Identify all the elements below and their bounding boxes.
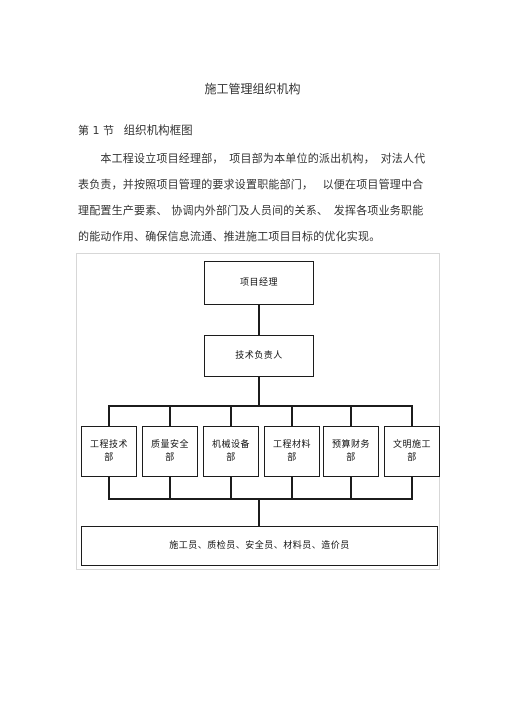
upper-horizontal-bus bbox=[108, 405, 413, 407]
org-box-project-manager: 项目经理 bbox=[204, 261, 314, 305]
org-chart-frame: 项目经理 技术负责人 工程技术部 质量安全部 机械设备部 工程材料部 预算财务部… bbox=[76, 253, 440, 570]
dept-rise-5 bbox=[350, 477, 352, 499]
dept-drop-4 bbox=[291, 405, 293, 426]
dept-drop-3 bbox=[230, 405, 232, 426]
org-box-technical-lead: 技术负责人 bbox=[204, 335, 314, 377]
section-heading: 第 1 节 组织机构框图 bbox=[78, 122, 193, 138]
connector-bus-to-bottom bbox=[258, 498, 260, 526]
section-title: 组织机构框图 bbox=[123, 123, 193, 137]
org-box-department-1: 工程技术部 bbox=[81, 426, 137, 477]
connector-top-to-second bbox=[258, 304, 260, 335]
org-box-department-4: 工程材料部 bbox=[264, 426, 320, 477]
org-box-department-5: 预算财务部 bbox=[323, 426, 379, 477]
department-1-line1: 工程技术 bbox=[89, 439, 128, 450]
department-4-line1: 工程材料 bbox=[272, 439, 311, 450]
section-number: 第 1 节 bbox=[78, 124, 114, 137]
department-1-line2: 部 bbox=[104, 452, 114, 463]
lower-horizontal-bus bbox=[108, 498, 413, 500]
paragraph-line-2: 表负责，并按照项目管理的要求设置职能部门， 以便在项目管理中合 bbox=[78, 178, 424, 191]
paragraph-line-1: 本工程设立项目经理部， 项目部为本单位的派出机构， 对法人代 bbox=[78, 152, 426, 165]
dept-drop-1 bbox=[108, 405, 110, 426]
department-5-line1: 预算财务 bbox=[331, 439, 370, 450]
dept-rise-4 bbox=[291, 477, 293, 499]
org-box-department-6: 文明施工部 bbox=[384, 426, 440, 477]
dept-drop-5 bbox=[350, 405, 352, 426]
connector-second-to-bus bbox=[258, 376, 260, 406]
document-title: 施工管理组织机构 bbox=[204, 82, 301, 96]
paragraph-line-4: 的能动作用、确保信息流通、推进施工项目目标的优化实现。 bbox=[78, 230, 381, 243]
department-4-line2: 部 bbox=[287, 452, 297, 463]
paragraph-line-3: 理配置生产要素、 协调内外部门及人员间的关系、 发挥各项业务职能 bbox=[78, 204, 424, 217]
department-6-line2: 部 bbox=[407, 452, 417, 463]
dept-rise-1 bbox=[108, 477, 110, 499]
department-3-line1: 机械设备 bbox=[211, 439, 250, 450]
dept-drop-6 bbox=[411, 405, 413, 426]
department-6-line1: 文明施工 bbox=[392, 439, 431, 450]
department-3-line2: 部 bbox=[226, 452, 236, 463]
dept-rise-3 bbox=[230, 477, 232, 499]
dept-rise-6 bbox=[411, 477, 413, 499]
org-box-staff-roles: 施工员、质检员、安全员、材料员、造价员 bbox=[81, 526, 438, 566]
dept-rise-2 bbox=[169, 477, 171, 499]
dept-drop-2 bbox=[169, 405, 171, 426]
department-2-line2: 部 bbox=[165, 452, 175, 463]
department-2-line1: 质量安全 bbox=[150, 439, 189, 450]
department-5-line2: 部 bbox=[346, 452, 356, 463]
org-box-department-2: 质量安全部 bbox=[142, 426, 198, 477]
org-box-department-3: 机械设备部 bbox=[203, 426, 259, 477]
